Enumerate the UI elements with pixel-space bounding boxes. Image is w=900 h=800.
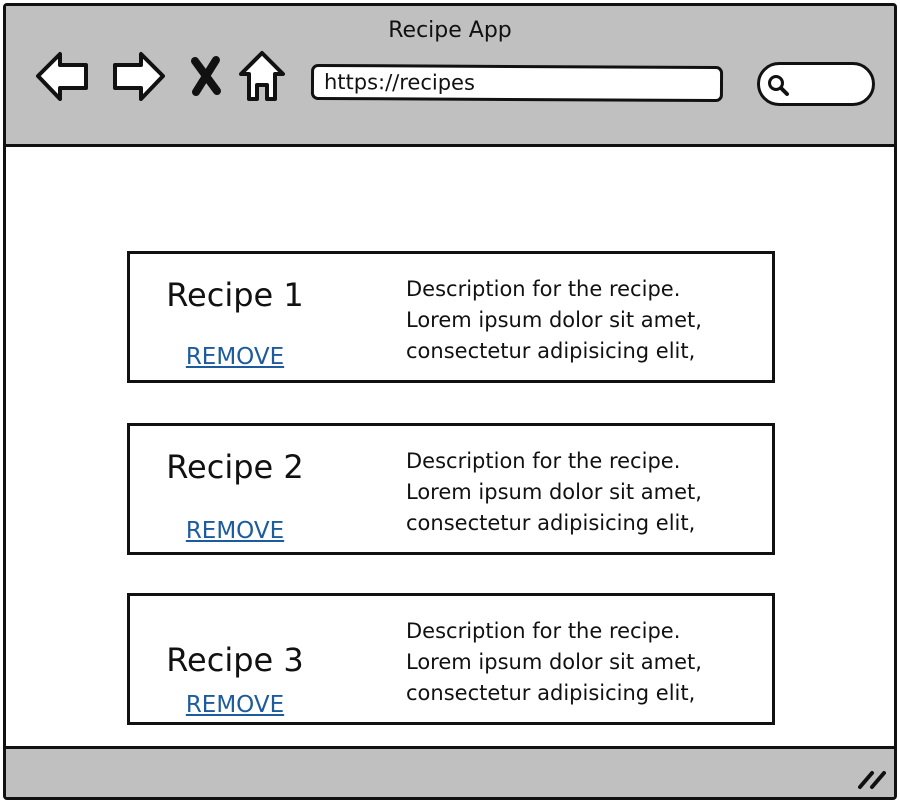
home-icon — [239, 51, 285, 101]
stop-button[interactable] — [186, 48, 226, 104]
recipe-description-line: consectetur adipisicing elit, — [406, 511, 696, 535]
search-icon — [768, 75, 789, 96]
remove-link[interactable]: REMOVE — [185, 344, 285, 370]
recipe-description-line: consectetur adipisicing elit, — [406, 681, 696, 705]
recipe-description: Description for the recipe. Lorem ipsum … — [406, 446, 756, 539]
recipe-description-line: Description for the recipe. — [406, 619, 681, 643]
recipe-card: Recipe 1 REMOVE Description for the reci… — [127, 251, 775, 383]
close-icon — [191, 56, 221, 96]
search-field[interactable] — [757, 62, 875, 106]
browser-window: Recipe App https://recipes — [3, 3, 897, 800]
recipe-description-line: Lorem ipsum dolor sit amet, — [406, 308, 702, 332]
resize-grip-icon[interactable] — [856, 763, 890, 791]
forward-button[interactable] — [109, 48, 167, 104]
recipe-description-line: Description for the recipe. — [406, 277, 681, 301]
recipe-title: Recipe 1 — [166, 276, 304, 314]
back-button[interactable] — [34, 48, 92, 104]
recipe-description: Description for the recipe. Lorem ipsum … — [406, 274, 756, 367]
home-button[interactable] — [238, 48, 286, 104]
window-title: Recipe App — [388, 18, 512, 43]
recipe-card: Recipe 2 REMOVE Description for the reci… — [127, 423, 775, 555]
recipe-description-line: consectetur adipisicing elit, — [406, 339, 696, 363]
recipe-title: Recipe 2 — [166, 448, 304, 486]
recipe-description: Description for the recipe. Lorem ipsum … — [406, 616, 756, 709]
back-arrow-icon — [36, 52, 88, 101]
status-bar — [6, 746, 894, 797]
recipe-title: Recipe 3 — [166, 641, 304, 679]
forward-arrow-icon — [113, 52, 165, 101]
recipe-description-line: Lorem ipsum dolor sit amet, — [406, 480, 702, 504]
recipe-card: Recipe 3 REMOVE Description for the reci… — [127, 593, 775, 725]
address-bar[interactable]: https://recipes — [310, 63, 724, 103]
remove-link[interactable]: REMOVE — [185, 692, 285, 718]
recipe-description-line: Description for the recipe. — [406, 449, 681, 473]
remove-link[interactable]: REMOVE — [185, 518, 285, 544]
recipe-description-line: Lorem ipsum dolor sit amet, — [406, 650, 702, 674]
browser-titlebar: Recipe App https://recipes — [6, 6, 894, 147]
